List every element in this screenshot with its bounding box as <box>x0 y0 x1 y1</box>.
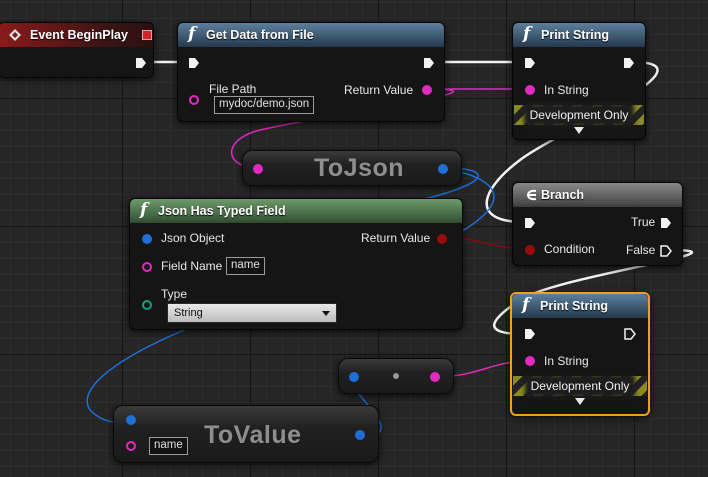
exec-wire-branch-to-print2 <box>493 248 693 336</box>
print-string-node-2[interactable]: f Print String In String Development Onl… <box>510 292 650 416</box>
event-beginplay-header[interactable]: Event BeginPlay <box>0 23 153 47</box>
to-value-title: ToValue <box>204 421 302 449</box>
exec-out-pin[interactable] <box>624 328 636 340</box>
print-string-2-header[interactable]: f Print String <box>512 294 648 318</box>
conversion-dot-icon <box>393 373 399 379</box>
conversion-in-pin[interactable] <box>349 372 359 382</box>
type-dropdown[interactable]: String <box>167 303 337 323</box>
in-string-pin[interactable] <box>525 85 535 95</box>
type-pin[interactable] <box>142 300 152 310</box>
in-string-label: In String <box>544 83 589 97</box>
delegate-pin-icon[interactable] <box>142 30 152 40</box>
true-exec-pin[interactable] <box>660 217 672 229</box>
event-diamond-icon <box>9 29 21 41</box>
field-name-label: Field Name <box>161 259 223 273</box>
exec-out-pin[interactable] <box>135 57 147 69</box>
exec-in-pin[interactable] <box>524 57 536 69</box>
json-object-pin[interactable] <box>142 234 152 244</box>
to-json-in-pin[interactable] <box>253 164 263 174</box>
function-icon: f <box>523 24 531 44</box>
file-path-pin[interactable] <box>189 95 199 105</box>
type-label: Type <box>161 287 188 301</box>
conversion-out-pin[interactable] <box>430 372 440 382</box>
event-beginplay-node[interactable]: Event BeginPlay <box>0 22 154 78</box>
type-dropdown-value: String <box>174 307 203 319</box>
expand-arrow-icon[interactable] <box>574 127 584 134</box>
exec-in-pin[interactable] <box>524 217 536 229</box>
get-data-title: Get Data from File <box>206 28 314 42</box>
object-to-string-node[interactable] <box>338 358 454 394</box>
development-only-label: Development Only <box>528 379 632 393</box>
print-string-1-header[interactable]: f Print String <box>513 23 645 47</box>
condition-pin[interactable] <box>525 245 535 255</box>
expand-arrow-icon[interactable] <box>575 398 585 405</box>
false-label: False <box>626 243 656 257</box>
branch-icon <box>526 189 537 201</box>
exec-in-pin[interactable] <box>524 328 536 340</box>
json-has-typed-field-node[interactable]: f Json Has Typed Field Json Object Retur… <box>129 198 463 330</box>
dropdown-caret-icon <box>322 311 330 316</box>
exec-out-pin[interactable] <box>423 57 435 69</box>
function-icon: f <box>188 24 196 44</box>
print-string-node-1[interactable]: f Print String In String Development Onl… <box>512 22 646 140</box>
branch-header[interactable]: Branch <box>513 183 682 207</box>
print-string-1-title: Print String <box>541 28 610 42</box>
false-exec-pin[interactable] <box>660 245 672 257</box>
get-data-from-file-node[interactable]: f Get Data from File File Path mydoc/dem… <box>177 22 445 122</box>
return-value-label: Return Value <box>344 83 414 97</box>
to-value-name-pin[interactable] <box>126 441 136 451</box>
file-path-input[interactable]: mydoc/demo.json <box>214 96 315 114</box>
return-value-pin[interactable] <box>422 85 432 95</box>
return-value-pin[interactable] <box>437 234 447 244</box>
get-data-header[interactable]: f Get Data from File <box>178 23 444 47</box>
exec-in-pin[interactable] <box>188 57 200 69</box>
event-beginplay-title: Event BeginPlay <box>30 28 128 42</box>
to-value-in-pin[interactable] <box>126 415 136 425</box>
json-has-typed-field-title: Json Has Typed Field <box>158 204 286 218</box>
to-value-name-input[interactable]: name <box>149 437 188 455</box>
to-value-out-pin[interactable] <box>355 430 365 440</box>
true-label: True <box>631 215 656 229</box>
condition-label: Condition <box>544 242 595 256</box>
branch-node[interactable]: Branch True Condition False <box>512 182 683 266</box>
development-only-banner: Development Only <box>513 376 647 396</box>
to-json-out-pin[interactable] <box>438 164 448 174</box>
in-string-pin[interactable] <box>525 356 535 366</box>
branch-title: Branch <box>541 188 585 202</box>
to-json-title: ToJson <box>314 154 405 182</box>
field-name-input[interactable]: name <box>226 257 265 275</box>
file-path-label: File Path <box>209 82 257 96</box>
json-object-label: Json Object <box>161 231 225 245</box>
function-icon: f <box>140 200 148 220</box>
field-name-pin[interactable] <box>142 262 152 272</box>
return-value-label: Return Value <box>361 231 431 245</box>
json-has-typed-field-header[interactable]: f Json Has Typed Field <box>130 199 462 223</box>
in-string-label: In String <box>544 354 589 368</box>
development-only-banner: Development Only <box>514 105 644 125</box>
development-only-label: Development Only <box>527 108 631 122</box>
print-string-2-title: Print String <box>540 299 609 313</box>
function-icon: f <box>522 295 530 315</box>
exec-out-pin[interactable] <box>623 57 635 69</box>
to-json-node[interactable]: ToJson <box>242 150 462 186</box>
to-value-node[interactable]: name ToValue <box>113 405 379 463</box>
